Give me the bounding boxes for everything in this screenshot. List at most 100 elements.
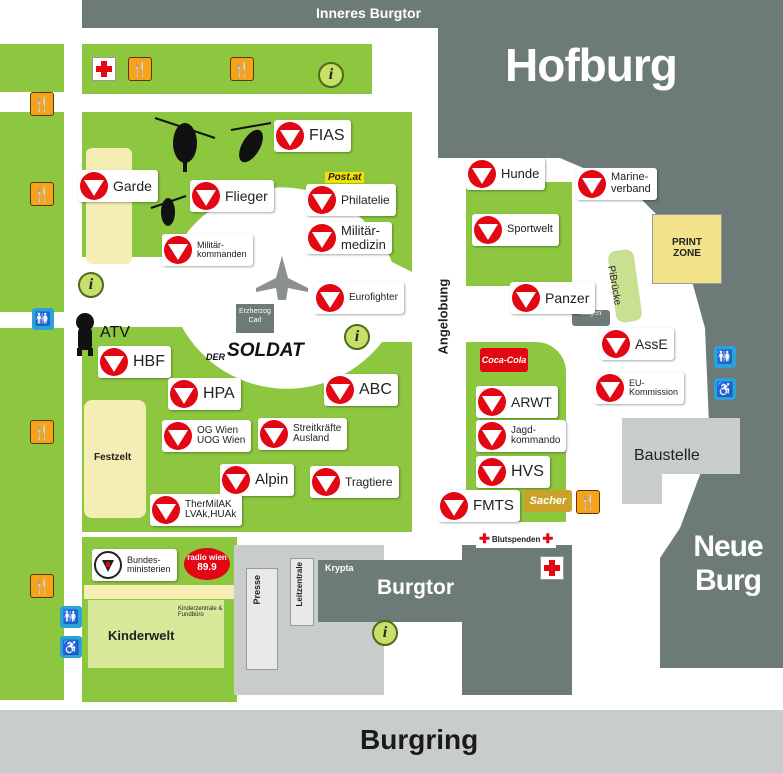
cocacola-logo: Coca-Cola — [480, 348, 528, 372]
panzer-marker-icon — [512, 284, 540, 312]
abc-marker-icon — [326, 376, 354, 404]
asse-label: AssE — [635, 335, 668, 352]
station-hbf[interactable]: HBF — [98, 346, 171, 378]
festzelt-area — [84, 400, 146, 518]
station-fmts[interactable]: FMTS — [438, 490, 520, 522]
hunde-marker-icon — [468, 160, 496, 188]
station-jagdkommando[interactable]: Jagd- kommando — [476, 420, 567, 452]
restaurant-icon-3-glyph: 🍴 — [33, 95, 51, 112]
station-eu-kommission[interactable]: EU- Kommission — [594, 372, 685, 404]
hvs-marker-icon — [478, 458, 506, 486]
station-panzer[interactable]: Panzer — [510, 282, 596, 314]
inneres-burgtor-label: Inneres Burgtor — [316, 5, 422, 21]
info-icon-4[interactable]: i — [372, 620, 398, 646]
first-aid-icon-top[interactable] — [92, 57, 116, 81]
station-hvs[interactable]: HVS — [476, 456, 550, 488]
der-soldat-der: DER — [206, 352, 226, 362]
restaurant-icon-1-glyph: 🍴 — [131, 60, 149, 77]
blutspenden-sign[interactable]: ✚ Blutspenden ✚ — [476, 530, 557, 548]
restaurant-icon-5[interactable]: 🍴 — [30, 420, 54, 444]
toilet-icon-3[interactable]: 🚻 — [714, 346, 736, 368]
og-wien-marker-icon — [164, 422, 192, 450]
blutspenden-cross-left-icon: ✚ — [479, 531, 490, 546]
toilet-icon-1[interactable]: 🚻 — [32, 308, 54, 330]
helicopter-icon-1 — [154, 117, 216, 172]
der-soldat-logo: DER SOLDAT — [206, 340, 304, 362]
toilet-icon-1-glyph: 🚻 — [34, 311, 52, 326]
restaurant-icon-4-glyph: 🍴 — [33, 185, 51, 202]
baustelle-area-lower — [622, 474, 662, 504]
festzelt-label: Festzelt — [94, 452, 132, 463]
blutspenden-label: Blutspenden — [491, 534, 541, 544]
toilet-icon-2-glyph: 🚻 — [62, 609, 80, 624]
accessible-toilet-icon-1[interactable]: ♿ — [60, 636, 82, 658]
atv-label[interactable]: ATV — [100, 324, 130, 341]
hbf-marker-icon — [100, 348, 128, 376]
militaermedizin-label: Militär- medizin — [341, 223, 386, 252]
restaurant-icon-2-glyph: 🍴 — [233, 60, 251, 77]
accessible-toilet-icon-1-glyph: ♿ — [62, 638, 80, 655]
station-eurofighter[interactable]: Eurofighter — [314, 282, 404, 314]
sportwelt-marker-icon — [474, 216, 502, 244]
station-streitkraefte[interactable]: Streitkräfte Ausland — [258, 418, 348, 450]
station-abc[interactable]: ABC — [324, 374, 398, 406]
station-hunde[interactable]: Hunde — [466, 158, 546, 190]
asse-marker-icon — [602, 330, 630, 358]
station-fias[interactable]: FIAS — [274, 120, 351, 152]
restaurant-icon-2[interactable]: 🍴 — [230, 57, 254, 81]
station-philatelie[interactable]: Philatelie — [306, 184, 396, 216]
jagdkommando-marker-icon — [478, 422, 506, 450]
restaurant-icon-4[interactable]: 🍴 — [30, 182, 54, 206]
restaurant-icon-1[interactable]: 🍴 — [128, 57, 152, 81]
toilet-icon-3-glyph: 🚻 — [716, 349, 734, 364]
station-thermilak[interactable]: TherMilAK LVAk,HUAk — [150, 494, 243, 526]
alpin-marker-icon — [222, 466, 250, 494]
thermilak-marker-icon — [152, 496, 180, 524]
info-icon-1[interactable]: i — [318, 62, 344, 88]
station-hpa[interactable]: HPA — [168, 378, 241, 410]
kinderzentrale-label: Kinderzentrale & Fundbüro — [178, 606, 223, 618]
arwt-label: ARWT — [511, 393, 552, 410]
restaurant-icon-6[interactable]: 🍴 — [30, 574, 54, 598]
eu-kommission-label: EU- Kommission — [629, 377, 679, 397]
station-tragtiere[interactable]: Tragtiere — [310, 466, 399, 498]
leitzentrale-box — [290, 558, 314, 626]
info-icon-2[interactable]: i — [78, 272, 104, 298]
blutspenden-cross-right-icon: ✚ — [542, 531, 554, 546]
neue-burg-label: Neue Burg — [693, 530, 763, 597]
station-garde[interactable]: Garde — [78, 170, 158, 202]
restaurant-icon-6-glyph: 🍴 — [33, 577, 51, 594]
station-militaerkommanden[interactable]: Militär- kommanden — [162, 234, 253, 266]
station-militaermedizin[interactable]: Militär- medizin — [306, 222, 392, 254]
marineverband-marker-icon — [578, 170, 606, 198]
austrian-eagle-icon — [94, 551, 122, 579]
print-zone-logo: PRINT ZONE — [652, 214, 722, 284]
eurofighter-label: Eurofighter — [349, 291, 398, 303]
station-marineverband[interactable]: Marine- verband — [576, 168, 657, 200]
station-asse[interactable]: AssE — [600, 328, 674, 360]
station-sportwelt[interactable]: Sportwelt — [472, 214, 559, 246]
presse-label: Presse — [252, 575, 262, 605]
restaurant-icon-7[interactable]: 🍴 — [576, 490, 600, 514]
garde-marker-icon — [80, 172, 108, 200]
streitkraefte-label: Streitkräfte Ausland — [293, 422, 342, 444]
sacher-logo: Sacher — [524, 490, 572, 512]
first-aid-icon-bottom[interactable] — [540, 556, 564, 580]
restaurant-icon-3[interactable]: 🍴 — [30, 92, 54, 116]
station-flieger[interactable]: Flieger — [190, 180, 274, 212]
accessible-toilet-icon-2[interactable]: ♿ — [714, 378, 736, 400]
hofburg-label: Hofburg — [505, 39, 678, 91]
flieger-label: Flieger — [225, 187, 268, 204]
station-og-wien[interactable]: OG Wien UOG Wien — [162, 420, 252, 452]
marineverband-label: Marine- verband — [611, 171, 651, 195]
hofburg-building — [438, 28, 783, 668]
garde-label: Garde — [113, 177, 152, 194]
militaermedizin-marker-icon — [308, 224, 336, 252]
station-alpin[interactable]: Alpin — [220, 464, 295, 496]
print-zone-text: PRINT ZONE — [672, 237, 702, 259]
bundesministerien-sign[interactable]: Bundes- ministerien — [92, 549, 177, 581]
restaurant-icon-7-glyph: 🍴 — [579, 493, 597, 510]
station-arwt[interactable]: ARWT — [476, 386, 558, 418]
toilet-icon-2[interactable]: 🚻 — [60, 606, 82, 628]
info-icon-3[interactable]: i — [344, 324, 370, 350]
